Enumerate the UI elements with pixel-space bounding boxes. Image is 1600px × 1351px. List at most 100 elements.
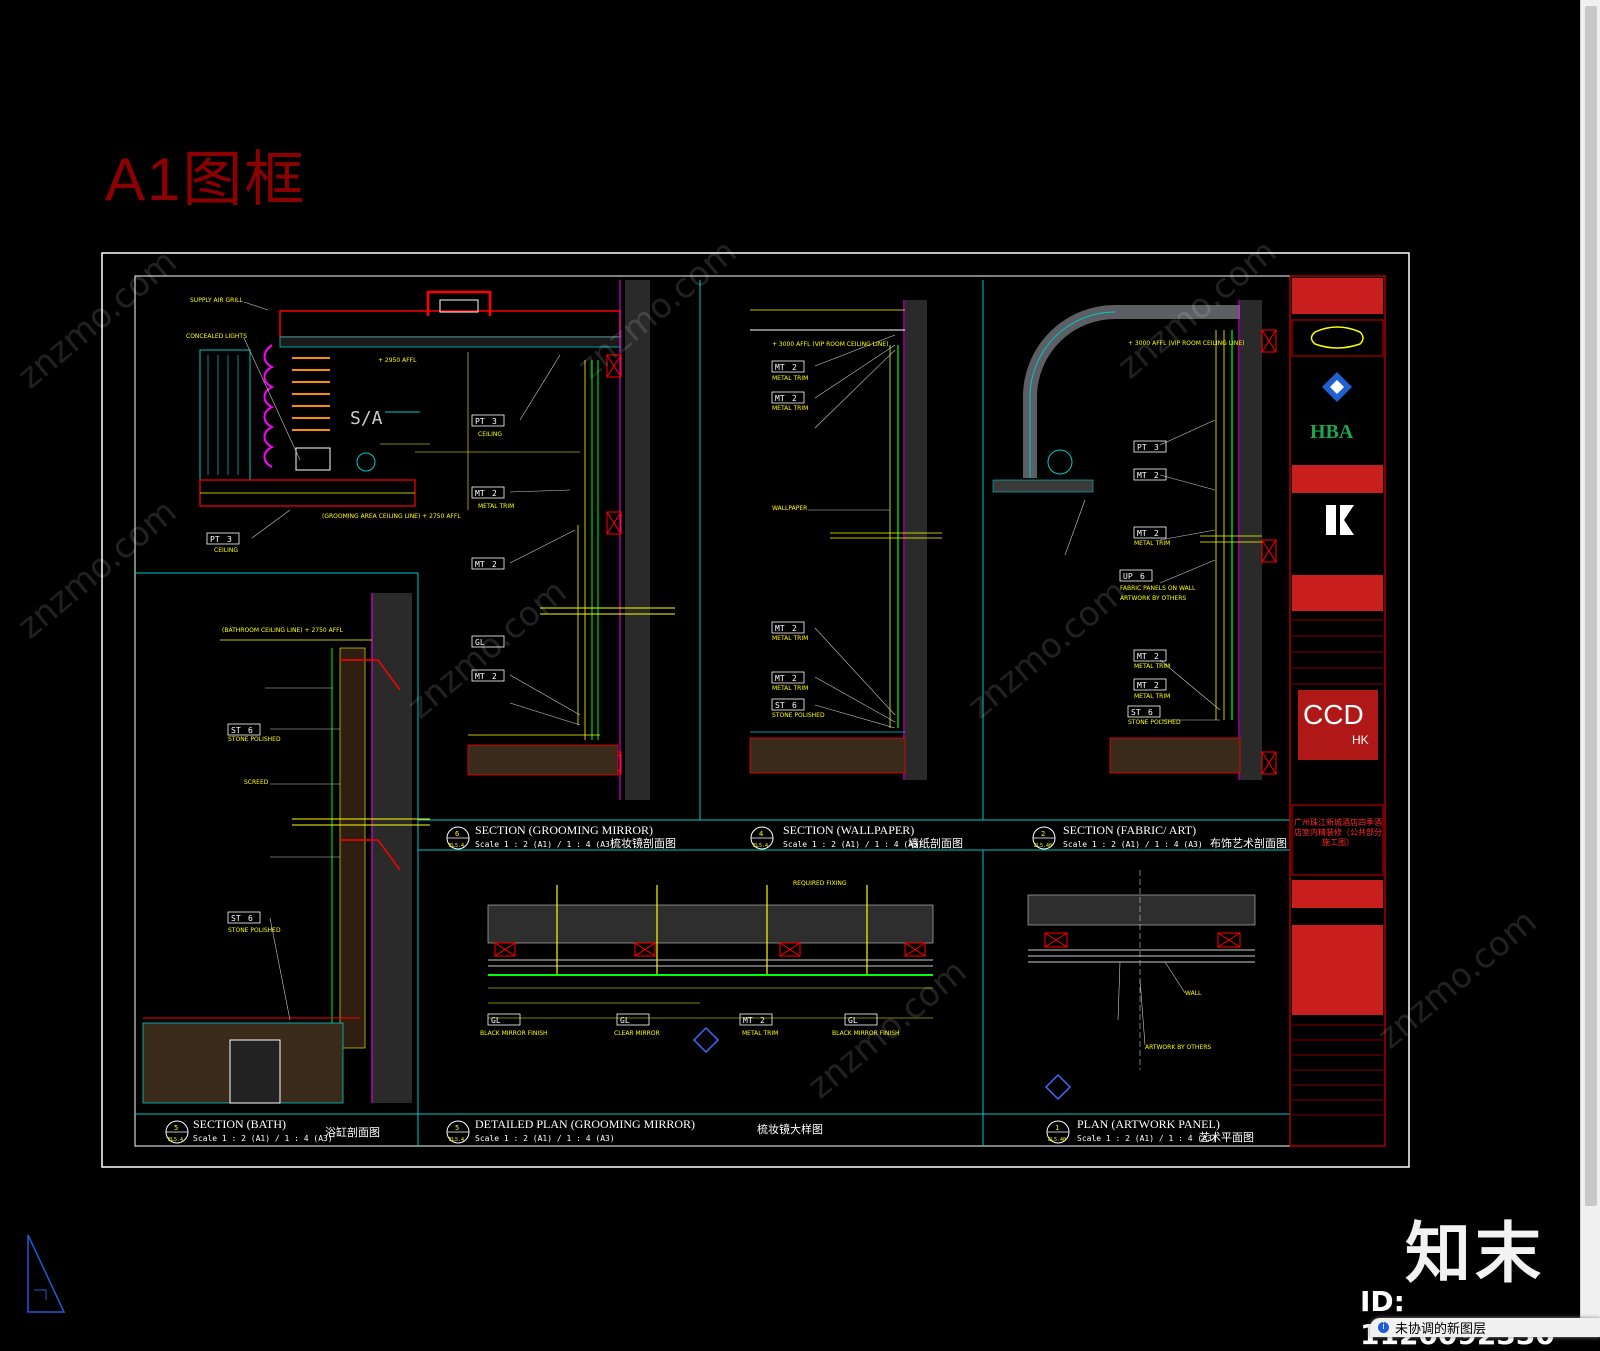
fabric-panels-label: FABRIC PANELS ON WALL: [1120, 585, 1196, 592]
watermark-site-4: znzmo.com: [10, 492, 184, 647]
drawing-fabric-art-section: + 3000 AFFL (VIP ROOM CEILING LINE) META…: [992, 300, 1277, 780]
panel-3-sheet: EL5.40: [1034, 843, 1052, 849]
tag-mt-11-num: 2: [1154, 681, 1159, 690]
metal-trim-label-3: METAL TRIM: [772, 405, 808, 412]
artwork-by-others-label-1: ARTWORK BY OTHERS: [1120, 595, 1186, 602]
tag-st-2: ST 6: [1127, 705, 1161, 718]
screed-label: SCREED: [244, 779, 269, 786]
stone-polished-label-1: STONE POLISHED: [772, 712, 825, 719]
metal-trim-label-1: METAL TRIM: [478, 503, 514, 510]
panel-1-title: SECTION (GROOMING MIRROR): [475, 823, 653, 837]
tag-pt-2-code: PT: [210, 535, 220, 544]
tag-mt-9: MT 2: [1133, 526, 1167, 539]
panel-4-scale: Scale 1 : 2 (A1) / 1 : 4 (A3): [193, 1134, 333, 1143]
tag-mt-4-num: 2: [792, 363, 797, 372]
tag-mt-3-num: 2: [492, 672, 497, 681]
tag-st-1: ST 6: [771, 698, 805, 711]
metal-trim-label-2: METAL TRIM: [772, 375, 808, 382]
outer-frame: [101, 252, 1410, 1168]
tag-mt-6-code: MT: [775, 624, 785, 633]
stone-polished-label-3: STONE POLISHED: [228, 736, 281, 743]
ccd-text: CCD: [1303, 699, 1364, 730]
panel-5-cn: 梳妆镜大样图: [757, 1122, 823, 1136]
metal-trim-label-6: METAL TRIM: [1134, 540, 1170, 547]
tag-mt-9-num: 2: [1154, 529, 1159, 538]
panel-5-title: DETAILED PLAN (GROOMING MIRROR): [475, 1117, 695, 1131]
project-name: 广州珠江新城酒店四季酒店室内精装修（公共部分施工图）: [1294, 818, 1382, 847]
clear-mirror-label: CLEAR MIRROR: [614, 1030, 660, 1037]
tag-mt-9-code: MT: [1137, 529, 1147, 538]
tag-st-2-code: ST: [1131, 708, 1141, 717]
tag-gl-4-code: GL: [848, 1016, 858, 1025]
tag-mt-12-num: 2: [760, 1016, 765, 1025]
panel-1-sheet: EL5.4: [449, 843, 464, 849]
panel-6-cn: 艺术平面图: [1199, 1131, 1254, 1144]
sa-label: S/A: [350, 408, 383, 429]
panel-title-wallpaper-section: 4 EL5.4 SECTION (WALLPAPER) Scale 1 : 2 …: [750, 823, 963, 850]
tag-gl-4: GL: [844, 1013, 878, 1026]
tag-pt-2-num: 3: [227, 535, 232, 544]
tag-up-1: UP 6: [1119, 569, 1153, 582]
tag-st-1-num: 6: [792, 701, 797, 710]
metal-trim-label-4: METAL TRIM: [772, 635, 808, 642]
tag-mt-2-code: MT: [475, 560, 485, 569]
panel-3-scale: Scale 1 : 2 (A1) / 1 : 4 (A3): [1063, 840, 1203, 849]
tag-st-1-code: ST: [775, 701, 785, 710]
panel-6-scale: Scale 1 : 2 (A1) / 1 : 4 (A3): [1077, 1134, 1217, 1143]
black-mirror-label-1: BLACK MIRROR FINISH: [480, 1030, 548, 1037]
panel-6-sheet: EL5.40: [1048, 1137, 1066, 1143]
panel-title-fabric-art-section: 2 EL5.40 SECTION (FABRIC/ ART) Scale 1 :…: [1032, 823, 1287, 850]
wallpaper-label: WALLPAPER: [772, 505, 807, 512]
hba-logo: HBA: [1310, 372, 1354, 443]
vertical-scrollbar[interactable]: [1580, 0, 1600, 1337]
tag-mt-4: MT 2: [771, 360, 805, 373]
panel-5-scale: Scale 1 : 2 (A1) / 1 : 4 (A3): [475, 1134, 615, 1143]
panel-2-scale: Scale 1 : 2 (A1) / 1 : 4 (A3): [783, 840, 923, 849]
tag-mt-3: MT 2: [471, 669, 505, 682]
tag-mt-7-code: MT: [775, 674, 785, 683]
affl-2950-label: + 2950 AFFL: [378, 357, 417, 364]
watermark-site-6: znzmo.com: [960, 572, 1134, 727]
tag-mt-1-num: 2: [492, 489, 497, 498]
tag-mt-3-code: MT: [475, 672, 485, 681]
panel-4-cn: 浴缸剖面图: [325, 1125, 380, 1139]
vip-ceiling-label-2: + 3000 AFFL (VIP ROOM CEILING LINE): [1128, 340, 1244, 347]
panel-4-id: 5: [174, 1124, 178, 1132]
info-icon: i: [1378, 1322, 1389, 1333]
bath-ceiling-label: (BATHROOM CEILING LINE) + 2750 AFFL: [222, 627, 344, 634]
drawing-grooming-mirror-plan: REQUIRED FIXING BLACK MIRROR FINISH CLEA…: [480, 880, 934, 1054]
supply-air-grill-label: SUPPLY AIR GRILL: [190, 297, 243, 304]
tag-up-1-num: 6: [1140, 572, 1145, 581]
watermark-brand: 知末: [1405, 1215, 1545, 1292]
panel-4-title: SECTION (BATH): [193, 1117, 286, 1131]
tag-mt-7: MT 2: [771, 671, 805, 684]
title-block: HBA CCD HK 广州珠江新城酒店四季酒店室内精装修（公共部分施工图）: [1289, 275, 1386, 1147]
black-mirror-label-2: BLACK MIRROR FINISH: [832, 1030, 900, 1037]
tag-mt-10-code: MT: [1137, 652, 1147, 661]
panel-3-cn: 布饰艺术剖面图: [1210, 836, 1287, 850]
ccd-sub-text: HK: [1352, 733, 1369, 747]
scrollbar-thumb[interactable]: [1585, 6, 1597, 1206]
layer-notification[interactable]: i 未协调的新图层: [1370, 1318, 1600, 1337]
tag-gl-3: GL: [616, 1013, 650, 1026]
tag-pt-1-code: PT: [475, 417, 485, 426]
panel-5-sheet: EL5.4: [449, 1137, 464, 1143]
tag-pt-2: PT 3: [206, 532, 240, 545]
panel-3-title: SECTION (FABRIC/ ART): [1063, 823, 1196, 837]
panel-6-title: PLAN (ARTWORK PANEL): [1077, 1117, 1220, 1131]
panel-2-title: SECTION (WALLPAPER): [783, 823, 914, 837]
metal-trim-label-5: METAL TRIM: [772, 685, 808, 692]
partner-logo: [1326, 505, 1354, 535]
watermark-site-8: znzmo.com: [1370, 902, 1544, 1057]
tag-st-4-num: 6: [248, 914, 253, 923]
tag-gl-3-code: GL: [620, 1016, 630, 1025]
tag-pt-1-num: 3: [492, 417, 497, 426]
tag-mt-5-code: MT: [775, 394, 785, 403]
drawing-grooming-mirror-section: S/A SUPPLY AIR GRILL CONCEALED LIGHT: [186, 280, 675, 800]
tag-st-2-num: 6: [1148, 708, 1153, 717]
drawing-wallpaper-section: + 3000 AFFL (VIP ROOM CEILING LINE) META…: [749, 300, 942, 780]
layer-notification-text: 未协调的新图层: [1395, 1322, 1487, 1337]
hba-text: HBA: [1310, 421, 1354, 443]
drawing-artwork-panel-plan: WALL ARTWORK BY OTHERS: [1027, 870, 1256, 1101]
